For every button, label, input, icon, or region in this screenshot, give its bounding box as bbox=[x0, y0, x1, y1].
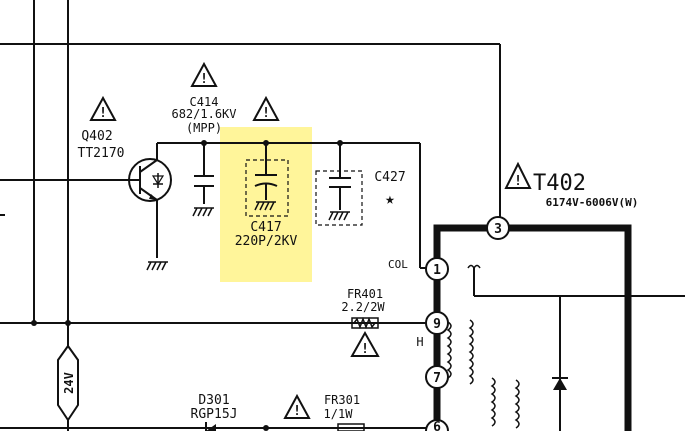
fr401-value-label: 2.2/2W bbox=[341, 300, 385, 314]
c427-star-icon: ★ bbox=[385, 189, 395, 208]
pin-9-circle bbox=[425, 311, 449, 335]
warning-mark-4: ! bbox=[514, 174, 522, 189]
c417-value-label: 220P/2KV bbox=[235, 234, 298, 249]
pin-1-circle bbox=[425, 257, 449, 281]
warning-mark-3: ! bbox=[262, 106, 270, 121]
pin-7-label: 7 bbox=[433, 371, 441, 386]
q402-warning-icon bbox=[89, 95, 117, 121]
warning-mark-2: ! bbox=[200, 72, 208, 87]
output-diode bbox=[552, 377, 568, 390]
c414-warning-icon-2 bbox=[252, 95, 280, 121]
pin-6-circle bbox=[425, 419, 449, 431]
c414-warning-icon bbox=[190, 61, 218, 87]
transformer-pins bbox=[425, 216, 510, 431]
c414-capacitor bbox=[194, 175, 214, 187]
d301-name-label: D301 bbox=[198, 393, 229, 408]
col-label: COL bbox=[388, 258, 408, 271]
warning-icons: ! ! ! ! ! ! bbox=[89, 61, 532, 419]
t402-warning-icon bbox=[504, 161, 532, 189]
t402-part-label: 6174V-6006V(W) bbox=[546, 196, 639, 209]
fr301-value-label: 1/1W bbox=[324, 407, 354, 421]
pin-1-label: 1 bbox=[433, 263, 441, 278]
pin-3-label: 3 bbox=[494, 222, 502, 237]
fr401-resistor bbox=[351, 316, 426, 330]
warning-mark-5: ! bbox=[361, 342, 369, 357]
c414-type-label: (MPP) bbox=[186, 121, 222, 135]
pin-6-label: 6 bbox=[433, 420, 441, 431]
d301-part-label: RGP15J bbox=[191, 407, 238, 422]
q402-transistor bbox=[128, 158, 172, 202]
fr401-warning-icon bbox=[350, 330, 380, 357]
voltage-connector bbox=[57, 344, 79, 422]
fr401-name-label: FR401 bbox=[347, 287, 383, 301]
c414-name-label: C414 bbox=[190, 95, 219, 109]
t402-windings bbox=[446, 264, 520, 429]
fr301-name-label: FR301 bbox=[324, 393, 360, 407]
pin-9-label: 9 bbox=[433, 317, 441, 332]
fr301-resistor bbox=[337, 423, 365, 431]
c417-capacitor bbox=[245, 159, 289, 217]
ground-symbols bbox=[146, 201, 350, 271]
h-label: H bbox=[416, 335, 423, 349]
t402-frame bbox=[433, 224, 632, 431]
c417-name-label: C417 bbox=[250, 220, 281, 235]
t402-name-label: T402 bbox=[533, 171, 586, 196]
q402-name-label: Q402 bbox=[81, 129, 112, 144]
warning-mark-1: ! bbox=[99, 106, 107, 121]
pin-7-circle bbox=[425, 365, 449, 389]
fr301-warning-icon bbox=[283, 393, 311, 419]
c414-value-label: 682/1.6KV bbox=[171, 107, 236, 121]
pin-3-circle bbox=[486, 216, 510, 240]
voltage-label: 24V bbox=[62, 372, 76, 394]
warning-mark-6: ! bbox=[293, 404, 301, 419]
d301-diode bbox=[205, 422, 269, 431]
c427-capacitor bbox=[315, 170, 363, 226]
q402-part-label: TT2170 bbox=[78, 146, 125, 161]
c427-name-label: C427 bbox=[374, 170, 405, 185]
